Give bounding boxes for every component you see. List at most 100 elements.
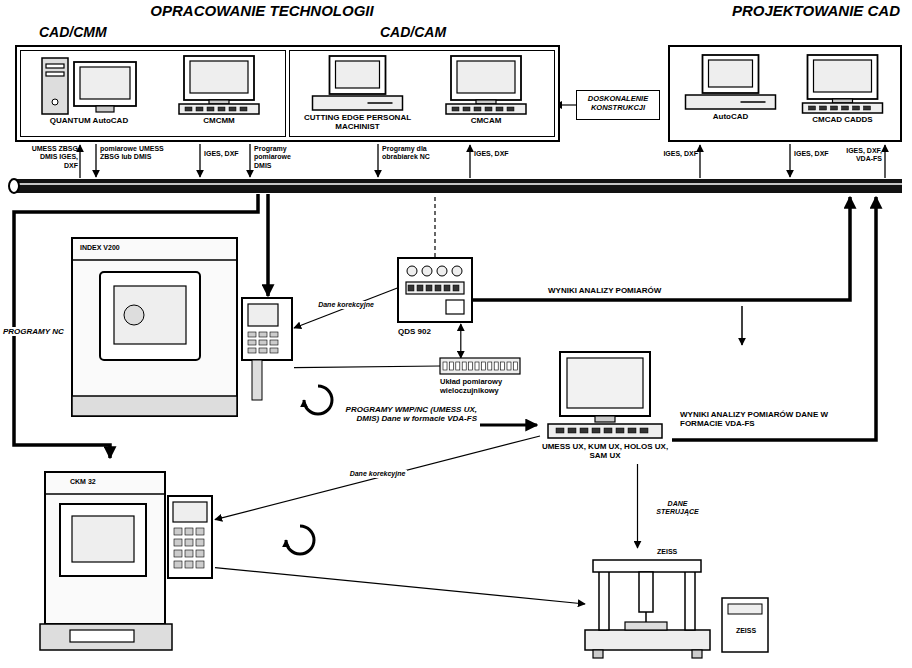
icon-part [72, 259, 237, 261]
annotation: WYNIKI ANALIZY POMIARÓW [548, 286, 723, 295]
icon-part [452, 107, 459, 111]
icon-part [45, 493, 165, 495]
bus-highlight [14, 183, 902, 185]
label-holder: Programy dla obrabiarek NC [382, 145, 444, 162]
icon-part [207, 107, 214, 111]
icon-part [485, 107, 492, 111]
computer-icon: QUANTUM AutoCAD [29, 54, 149, 134]
nc-program-line [266, 194, 270, 296]
edge-label: Dane korekcyjne [316, 301, 376, 309]
icon-part [808, 55, 878, 99]
connector [294, 366, 440, 368]
icon-part [809, 106, 816, 110]
text-holder: QDS 902 [398, 327, 468, 336]
annotation: IGES, DXF [474, 150, 516, 158]
label-holder: Programy pomiarowe DMIS [254, 145, 308, 170]
annotation: IGES, DXF [204, 150, 244, 158]
icon-part [185, 107, 192, 111]
annotation: Programy pomiarowe DMIS [254, 145, 308, 170]
node-text: QDS 902 [398, 327, 468, 336]
icon-part [709, 60, 753, 87]
icon-part [248, 332, 256, 337]
bus-link [884, 145, 885, 178]
icon-part [417, 285, 423, 291]
text-holder: CAD/CMM [39, 24, 149, 41]
icon-part [451, 56, 521, 100]
icon-part [513, 362, 517, 370]
icon-part [242, 298, 292, 360]
icon-part [435, 285, 441, 291]
node-text: CMCAD CADDS [790, 115, 895, 124]
label-holder: IGES, DXF [204, 150, 244, 158]
icon-part [173, 502, 207, 522]
node-text: Układ pomiarowy wieloczujnikowy [440, 378, 540, 396]
text-holder: QUANTUM AutoCAD [29, 116, 149, 125]
bus-link [249, 144, 250, 177]
icon-part [124, 305, 144, 325]
icon-part [556, 428, 564, 433]
gauge-unit: QDS 902 [398, 258, 472, 324]
node-text: CAD/CAM [380, 24, 490, 41]
icon-part [507, 362, 511, 370]
icon-part [481, 362, 485, 370]
node-text: CAD/CMM [39, 24, 149, 41]
node-text: ZEISS [657, 548, 697, 556]
icon-part [567, 358, 643, 408]
edge-label: Dane korekcyjne [348, 470, 408, 478]
node-text: INDEX V200 [80, 244, 160, 252]
text-holder: ZEISS [657, 548, 697, 556]
bus-link [699, 145, 700, 178]
icon-part [252, 360, 262, 400]
icon [40, 462, 215, 654]
icon-part [639, 572, 653, 612]
icon-part [496, 107, 503, 111]
label-holder: UMESS ZBSG DMIS IGES, DXF [26, 145, 78, 170]
connector [294, 288, 398, 328]
icon-part [174, 561, 182, 568]
icon-part [462, 362, 466, 370]
icon-part [469, 362, 473, 370]
bus-link [377, 144, 378, 177]
icon-part [692, 650, 702, 658]
label-holder: WYNIKI ANALIZY POMIARÓW DANE W FORMACIE … [680, 410, 840, 429]
icon-part [270, 348, 278, 353]
group-box: QUANTUM AutoCADCMCMMCAD/CMM [20, 50, 286, 137]
label-holder: WYNIKI ANALIZY POMIARÓW [548, 286, 723, 295]
icon-part [408, 285, 414, 291]
icon-part [168, 496, 212, 578]
label-holder: Dane korekcyjne [311, 293, 381, 311]
node-text: CUTTING EDGE PERSONAL MACHINIST [295, 113, 420, 132]
icon-part [398, 258, 472, 322]
icon-part [40, 624, 172, 650]
icon-part [185, 528, 193, 535]
icon-part [174, 550, 182, 557]
group-box: CUTTING EDGE PERSONAL MACHINISTCMCAMCAD/… [289, 50, 555, 137]
icon-part [604, 428, 612, 433]
bus-link [789, 144, 790, 177]
icon-part [820, 106, 827, 110]
icon-part [42, 58, 68, 114]
label-holder: IGES, DXF [794, 150, 836, 158]
cycle-arrow [304, 386, 332, 414]
icon-part [196, 528, 204, 535]
node-text: DOSKONALENIE KONSTRUKCJI [579, 95, 657, 113]
icon-part [474, 107, 481, 111]
icon-part [741, 101, 766, 103]
lathe-machine: INDEX V200 [72, 238, 294, 418]
icon-part [196, 561, 204, 568]
icon-part [831, 106, 838, 110]
node-text: PROJEKTOWANIE CAD [670, 2, 900, 20]
icon-part [443, 362, 447, 370]
icon-part [437, 266, 447, 276]
text-holder: UMESS UX, KUM UX, HOLOS UX, SAM UX [540, 442, 670, 461]
icon-part [449, 362, 453, 370]
annotation: ZEISS [726, 627, 766, 635]
icon-part [196, 539, 204, 546]
dashed-link [434, 195, 435, 257]
icon-part [703, 55, 759, 93]
label-holder: pomiarowe UMESS ZBSG lub DMIS [100, 145, 164, 162]
icon-part [842, 106, 849, 110]
icon-part [452, 266, 462, 276]
